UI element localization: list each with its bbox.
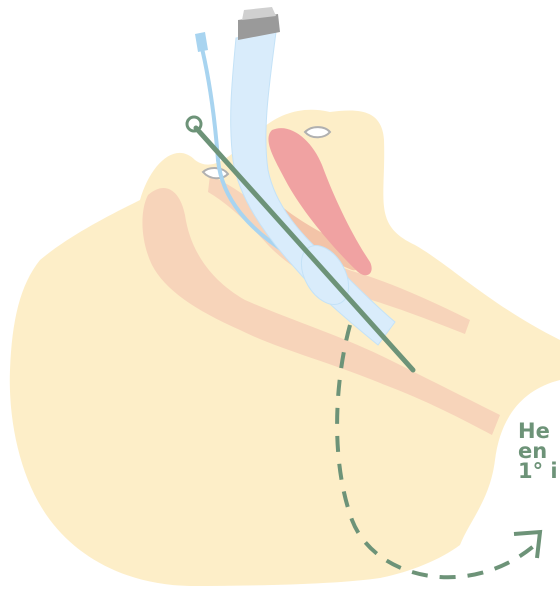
callout-line-3: 1° i	[518, 461, 558, 481]
callout-line-1: He	[518, 421, 558, 441]
callout-text: He en 1° i	[518, 421, 558, 481]
callout-line-2: en	[518, 441, 558, 461]
pilot-balloon-tip	[195, 32, 208, 52]
arrow-head-icon	[514, 532, 540, 558]
upper-tooth	[305, 127, 330, 137]
